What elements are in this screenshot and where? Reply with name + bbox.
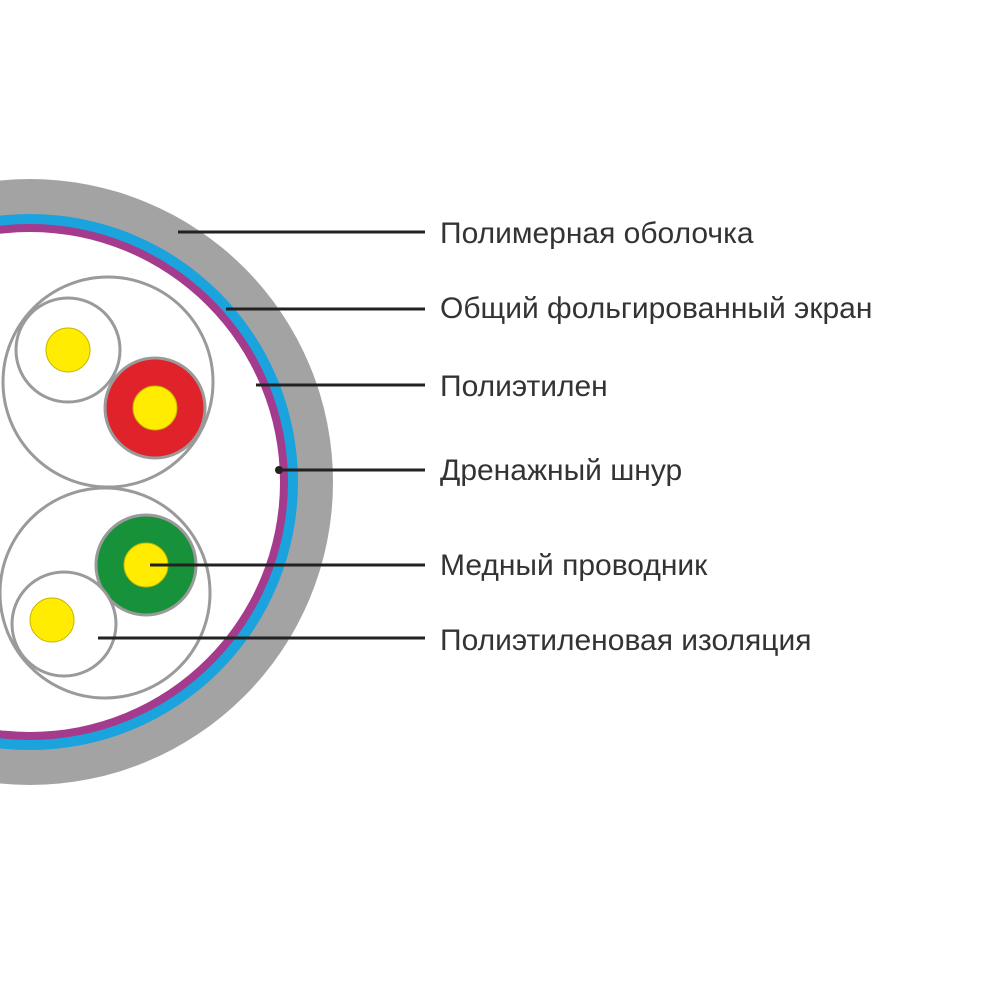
label-copper-conductor: Медный проводник — [440, 549, 708, 582]
label-polymer-sheath: Полимерная оболочка — [440, 217, 754, 250]
red-conductor — [132, 385, 178, 431]
top-white-conductor — [45, 327, 91, 373]
bottom-white-conductor — [29, 597, 75, 643]
label-polyethylene: Полиэтилен — [440, 370, 608, 403]
label-foil-shield: Общий фольгированный экран — [440, 292, 872, 325]
label-pe-insulation: Полиэтиленовая изоляция — [440, 624, 811, 657]
label-drain-wire: Дренажный шнур — [440, 454, 682, 487]
